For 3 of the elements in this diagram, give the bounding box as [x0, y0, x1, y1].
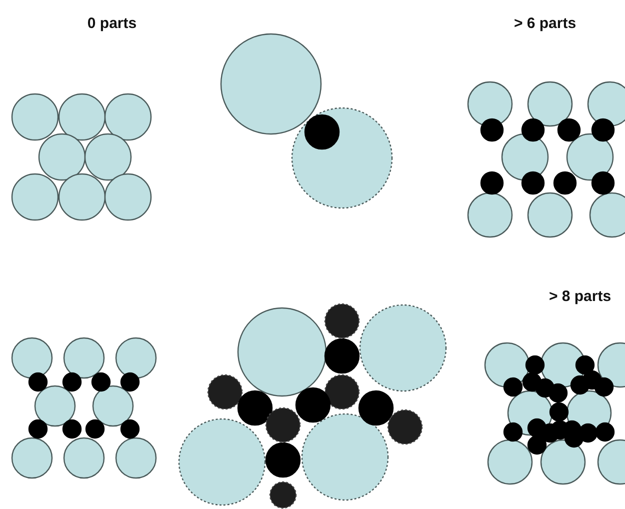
panel-label: 0 parts: [87, 15, 137, 32]
panel-label: > 8 parts: [548, 288, 612, 305]
panel-label: > 6 parts: [514, 15, 576, 32]
